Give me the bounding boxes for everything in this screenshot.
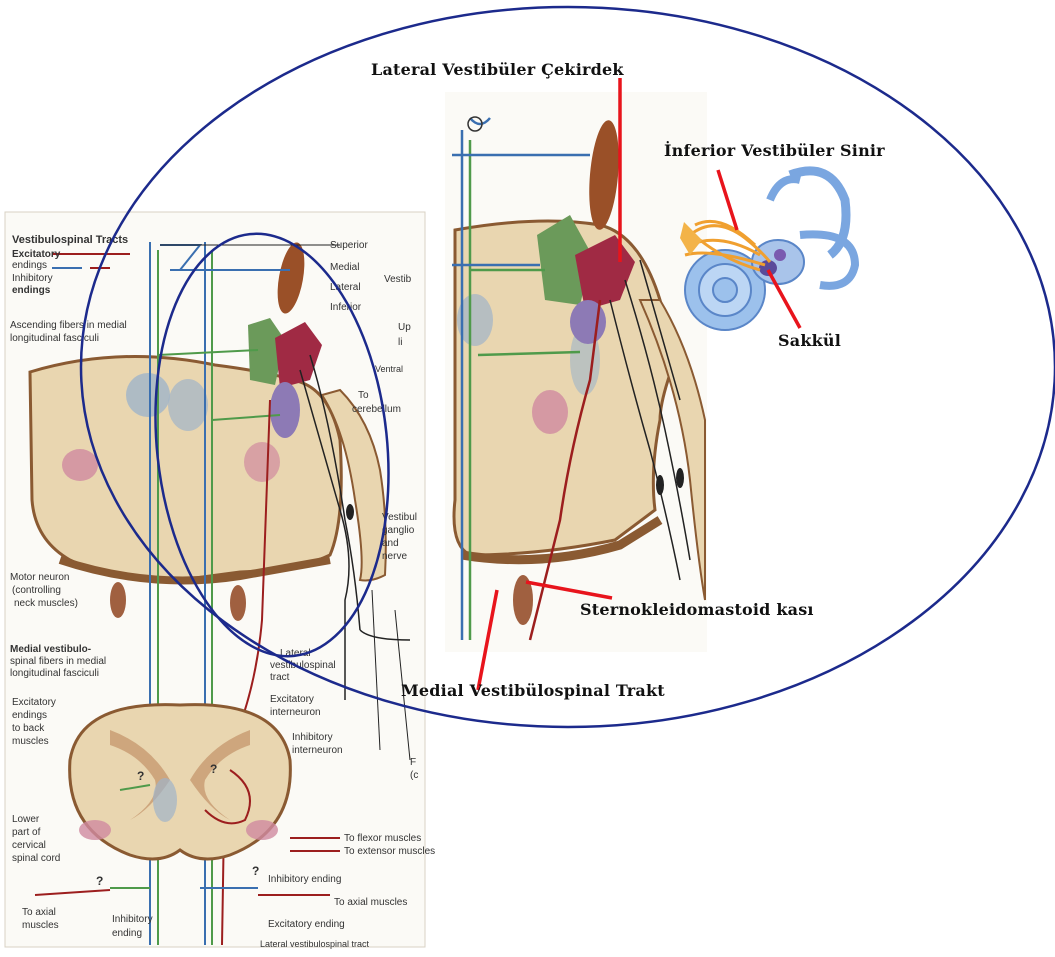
detail-panel <box>445 92 707 652</box>
excit-inter-1: Excitatory <box>270 694 314 705</box>
up-label: Up <box>398 322 411 333</box>
label-sternocleidomastoid: Sternokleidomastoid kası <box>580 600 814 619</box>
label-inferior-vestibular-nerve: İnferior Vestibüler Sinir <box>664 141 885 160</box>
nucleus-inferior <box>270 382 300 438</box>
axial-left-1: To axial <box>22 907 56 918</box>
question-mark-2: ? <box>210 762 217 776</box>
motor-neuron-3: neck muscles) <box>14 598 78 609</box>
axial-left-2: muscles <box>22 920 59 931</box>
inhib-inter-2: interneuron <box>292 745 343 756</box>
lvs-bottom-label: Lateral vestibulospinal tract <box>260 939 370 949</box>
motor-neuron-1: Motor neuron <box>10 572 69 583</box>
label-medial-vestibulospinal-tract: Medial Vestibülospinal Trakt <box>401 681 665 700</box>
excit-back-1: Excitatory <box>12 697 56 708</box>
lower-4: spinal cord <box>12 853 60 864</box>
vestib-label: Vestib <box>384 274 412 285</box>
neck-muscle-left <box>110 582 126 618</box>
lower-2: part of <box>12 827 41 838</box>
ventral-label: Ventral <box>375 364 403 374</box>
flexor-label: To flexor muscles <box>344 833 421 844</box>
edge-f-label: F <box>410 757 416 768</box>
lower-3: cervical <box>12 840 46 851</box>
medial-vs-3: longitudinal fasciculi <box>10 668 99 679</box>
nucleus-inferior-label: Inferior <box>330 302 362 313</box>
to-cerebellum-1: To <box>358 390 369 401</box>
legend-endings-2: endings <box>12 285 51 296</box>
excit-back-3: to back <box>12 723 45 734</box>
label-saccule: Sakkül <box>778 331 841 350</box>
axial-right-label: To axial muscles <box>334 897 407 908</box>
ganglion-label-2: ganglio <box>382 525 415 536</box>
nucleus-medial-label: Medial <box>330 262 359 273</box>
li-label: li <box>398 337 402 348</box>
motor-neuron-2: (controlling <box>12 585 61 596</box>
legend-excitatory: Excitatory <box>12 249 61 260</box>
inhib-left-1: Inhibitory <box>112 914 153 925</box>
label-lateral-vestibular-nucleus: Lateral Vestibüler Çekirdek <box>371 60 624 79</box>
ascending-label-1: Ascending fibers in medial <box>10 320 127 331</box>
lower-1: Lower <box>12 814 40 825</box>
ganglion-label-3: and <box>382 538 399 549</box>
medial-vs-1: Medial vestibulo- <box>10 644 91 655</box>
question-mark-3: ? <box>96 874 103 888</box>
legend-endings: endings <box>12 260 47 271</box>
question-mark-4: ? <box>252 864 259 878</box>
pointer-inferior-nerve <box>718 170 737 230</box>
medial-vs-2: spinal fibers in medial <box>10 656 106 667</box>
excit-back-2: endings <box>12 710 47 721</box>
question-mark-1: ? <box>137 769 144 783</box>
lateral-vs-3: tract <box>270 672 290 683</box>
detail-nucleus-inferior <box>570 300 606 344</box>
neck-muscle-right <box>230 585 246 621</box>
excit-ending-label: Excitatory ending <box>268 919 345 930</box>
extensor-label: To extensor muscles <box>344 846 435 857</box>
nucleus-superior-label: Superior <box>330 240 368 251</box>
inhib-left-2: ending <box>112 928 142 939</box>
edge-paren-label: (c <box>410 770 418 781</box>
inhib-ending-label: Inhibitory ending <box>268 874 341 885</box>
ganglion-label-4: nerve <box>382 551 407 562</box>
excit-inter-2: interneuron <box>270 707 321 718</box>
excit-back-4: muscles <box>12 736 49 747</box>
inhib-inter-1: Inhibitory <box>292 732 333 743</box>
legend-inhibitory: Inhibitory <box>12 273 53 284</box>
ascending-label-2: longitudinal fasciculi <box>10 333 99 344</box>
to-cerebellum-2: cerebellum <box>352 404 401 415</box>
